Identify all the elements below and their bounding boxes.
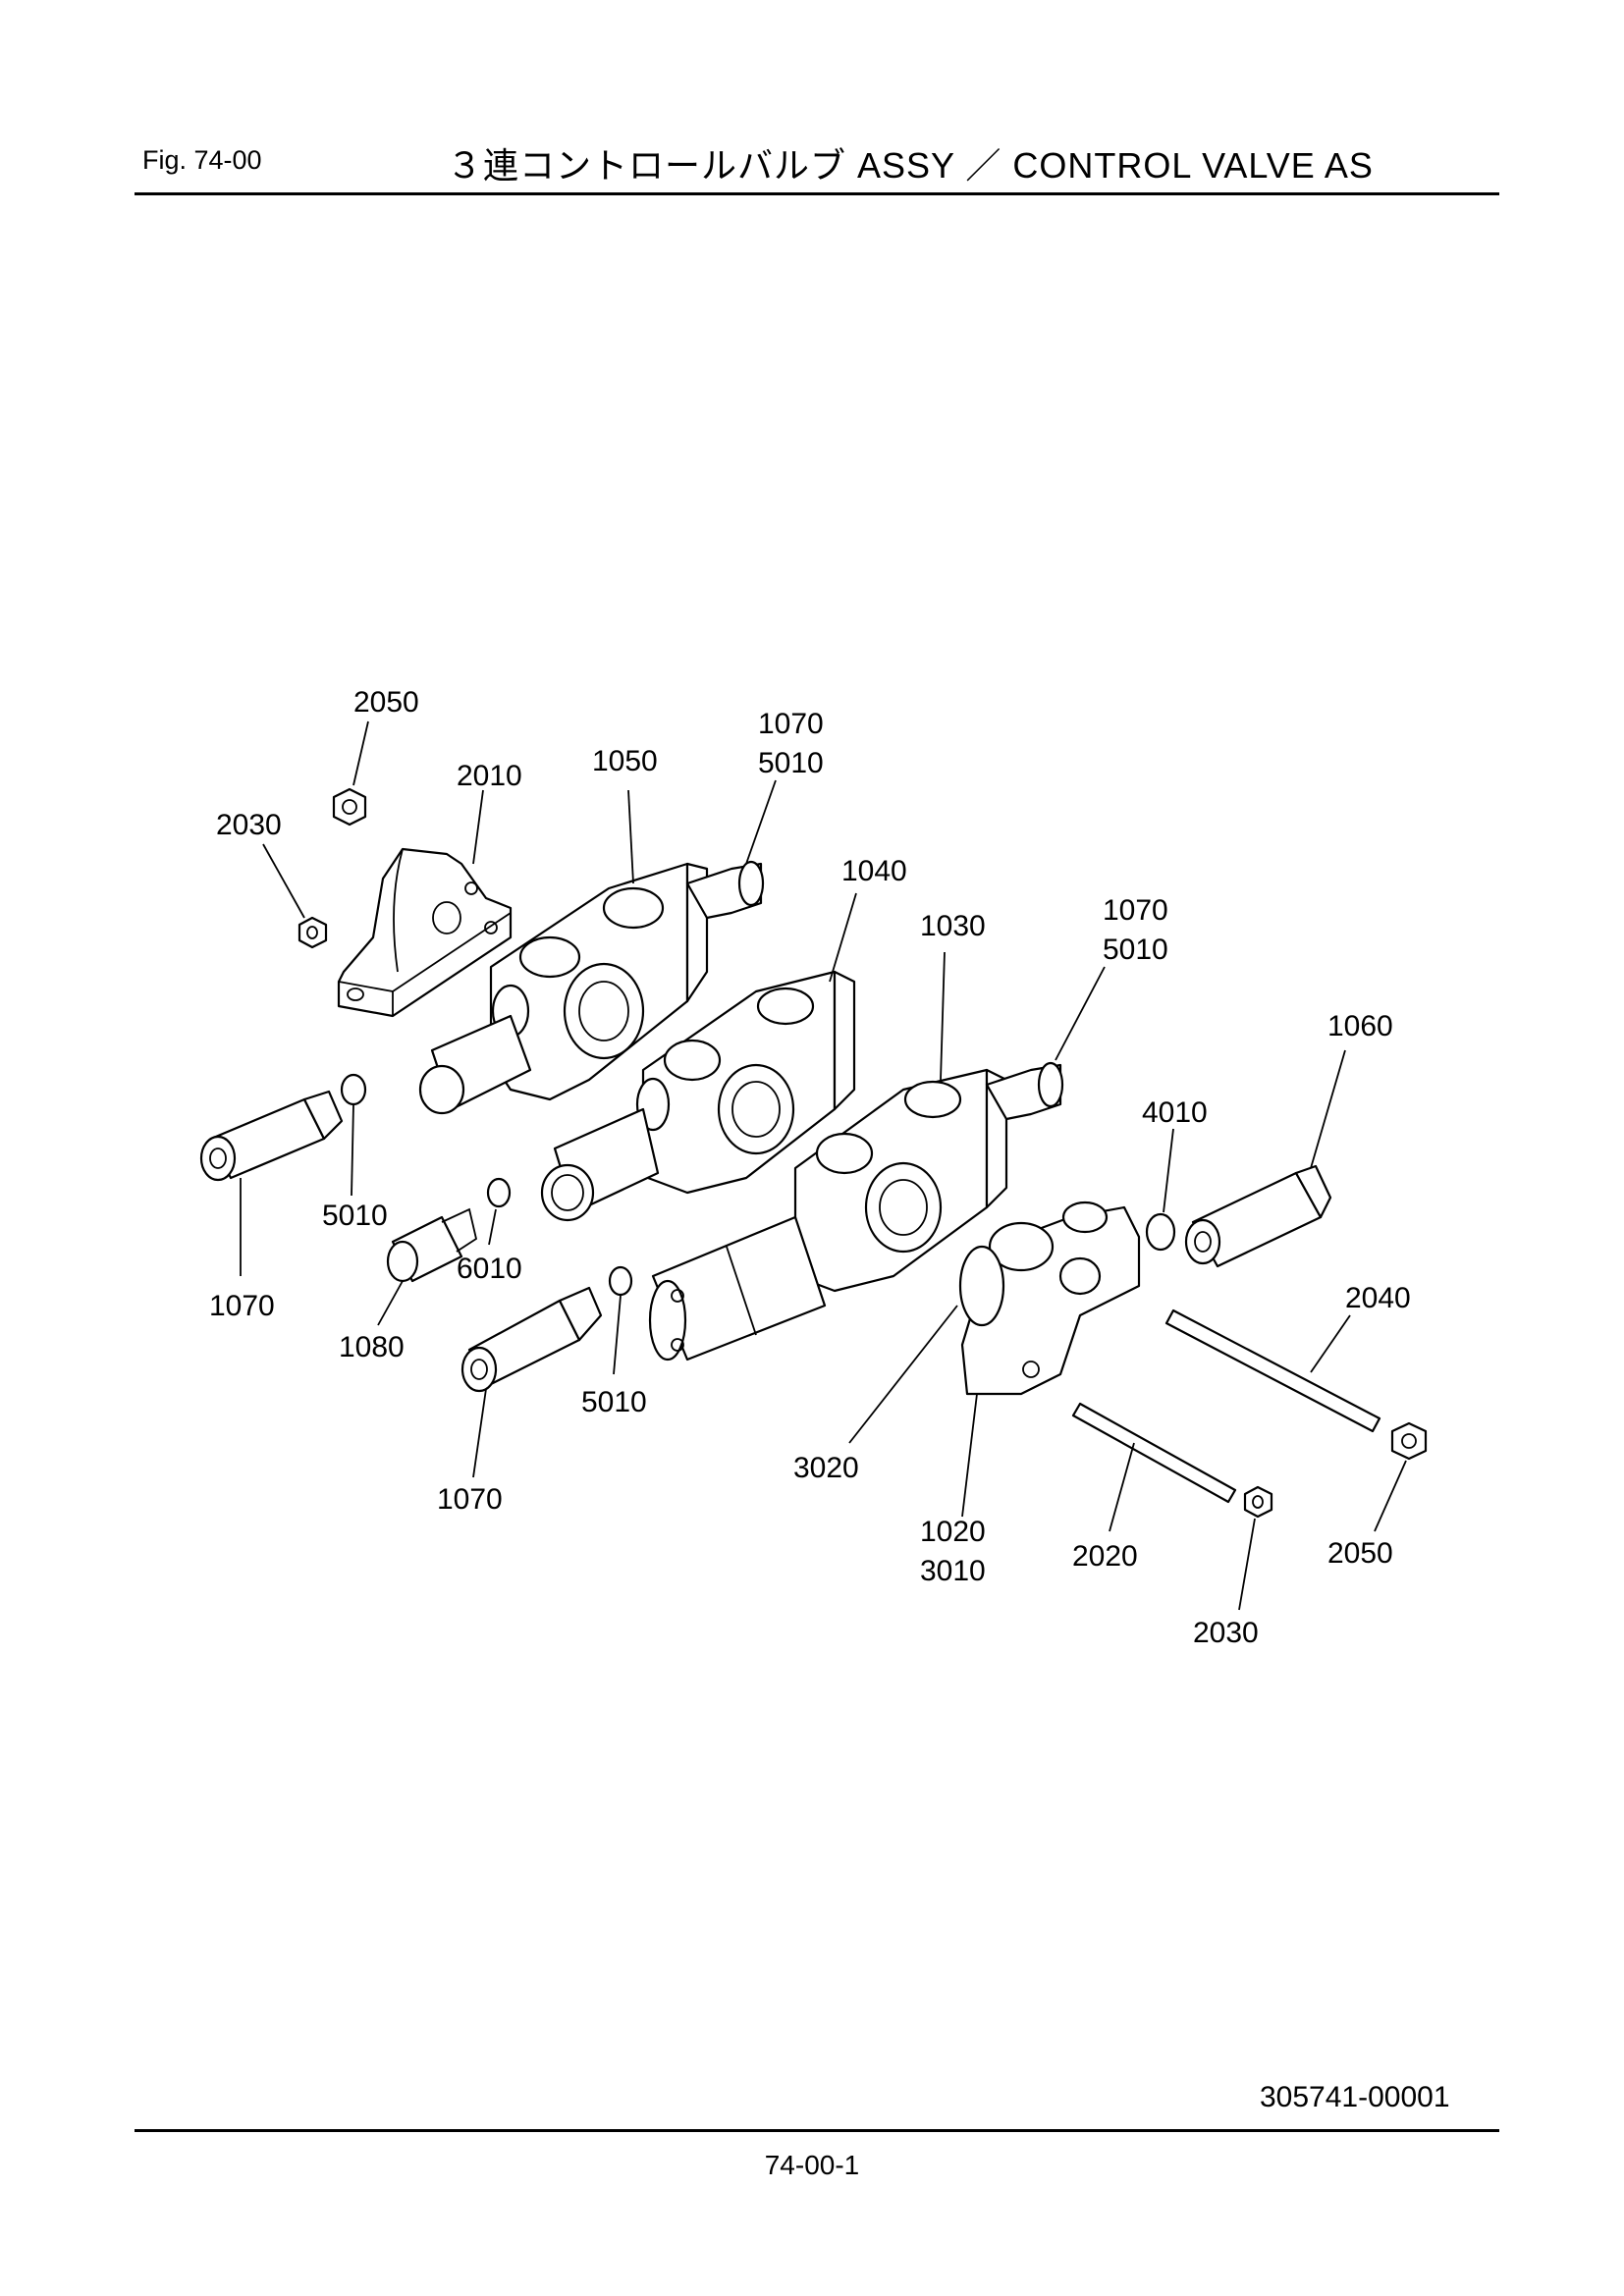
callout-1020: 1020 [920,1516,986,1548]
callout-3010: 3010 [920,1555,986,1587]
callout-5010: 5010 [322,1200,388,1232]
tie-bolt-2040 [1164,1308,1381,1433]
nut-2030-top [298,916,328,949]
drawing-number: 305741-00001 [1260,2081,1450,2113]
callout-1070: 1070 [437,1483,503,1516]
relief-valve-1060 [1184,1164,1332,1268]
header-rule [135,192,1499,195]
callout-1070: 1070 [209,1290,275,1322]
callout-2020: 2020 [1072,1540,1138,1573]
nut-2050-top [332,787,367,827]
relief-valve-1070-lower [460,1286,603,1393]
callout-1050: 1050 [592,745,658,777]
callout-5010: 5010 [758,747,824,779]
callout-2050: 2050 [1327,1537,1393,1570]
callout-6010: 6010 [457,1253,522,1285]
valve-section-1040 [540,970,856,1222]
tie-bolt-2020 [1071,1402,1237,1504]
callout-1060: 1060 [1327,1010,1393,1042]
leader-lines [240,721,1407,1611]
o-ring-6010 [486,1177,512,1208]
callout-2050: 2050 [353,686,419,719]
callout-1030: 1030 [920,910,986,942]
relief-valve-1070-left [199,1090,344,1182]
callout-3020: 3020 [793,1452,859,1484]
callout-2040: 2040 [1345,1282,1411,1314]
callout-1080: 1080 [339,1331,405,1363]
callout-5010: 5010 [581,1386,647,1418]
callout-2010: 2010 [457,760,522,792]
valve-section-1030 [648,1061,1064,1362]
plug-1080 [386,1207,478,1283]
callout-2030: 2030 [1193,1617,1259,1649]
figure-number: Fig. 74-00 [142,145,262,175]
nut-2050-bottom [1390,1421,1428,1461]
callout-1070: 1070 [758,708,824,740]
callout-1040: 1040 [841,855,907,887]
o-ring-5010-lower [608,1265,633,1297]
callout-1070: 1070 [1103,894,1168,927]
callout-5010: 5010 [1103,934,1168,966]
o-ring-4010 [1145,1212,1176,1252]
inlet-block-1020 [958,1201,1141,1396]
nut-2030-bottom [1243,1485,1273,1519]
callout-2030: 2030 [216,809,282,841]
o-ring-5010-left [340,1073,367,1106]
footer-rule [135,2129,1499,2132]
callout-4010: 4010 [1142,1096,1208,1129]
callout-labels: 2050 2010 2030 1050 1070 5010 1040 1030 … [209,686,1411,1649]
valve-section-1050 [418,860,765,1115]
page-title: ３連コントロールバルブ ASSY ／ CONTROL VALVE AS [447,145,1374,186]
end-cover-2010 [337,847,513,1018]
page-number: 74-00-1 [764,2150,860,2180]
